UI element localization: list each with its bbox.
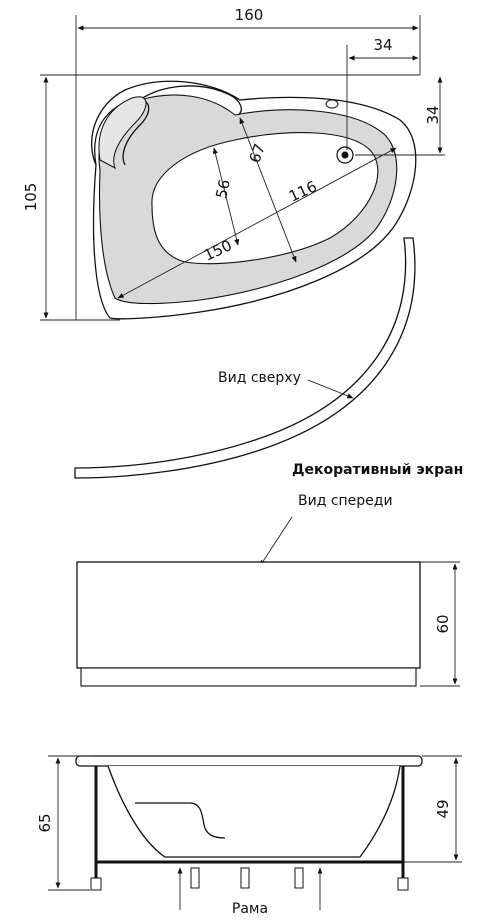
dim-depth: 105 [22,183,40,212]
dim-total-height: 65 [36,813,54,832]
tub-body-section [107,765,401,858]
dim-panel-height: 60 [434,614,452,633]
tub-outer-rim [91,80,417,320]
dim-inner-width-a: 67 [246,141,269,165]
side-section-view: Рама 65 49 [36,755,462,917]
top-view-caption: Вид сверху [218,370,301,386]
dim-width: 160 [235,6,264,24]
frame-label: Рама [232,901,268,917]
top-view: 160 34 34 105 150 116 67 56 [22,6,445,321]
panel-title: Декоративный экран [292,462,463,478]
dim-overflow-offset-x: 34 [373,36,392,54]
frame-legs [90,867,409,891]
panel-top-view: Вид сверху [74,237,416,479]
dim-side-depth: 49 [434,799,452,818]
panel-front-body [76,561,421,669]
dim-inner-width-b: 56 [212,178,234,200]
tub-rim-section [75,755,423,767]
dim-overflow-offset-y: 34 [424,105,442,124]
panel-front-caption: Вид спереди [298,493,393,509]
panel-front-view: Декоративный экран Вид спереди 60 [76,462,463,687]
curved-panel-shape [74,237,416,479]
overflow-hole-icon [325,99,339,109]
